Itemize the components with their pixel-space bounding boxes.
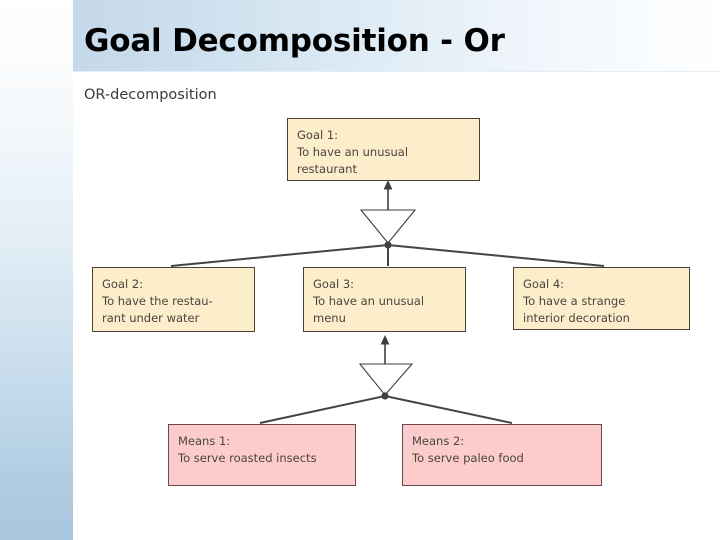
page-title: Goal Decomposition - Or	[84, 23, 505, 59]
slide-left-accent-strip	[0, 0, 73, 540]
slide-header-underline	[73, 71, 720, 72]
or-junction-top	[170, 180, 605, 267]
node-goal-3[interactable]: Goal 3: To have an unusual menu	[303, 267, 466, 332]
node-means-1[interactable]: Means 1: To serve roasted insects	[168, 424, 356, 486]
or-junction-bottom	[259, 335, 513, 424]
node-goal-2[interactable]: Goal 2: To have the restau- rant under w…	[92, 267, 255, 332]
node-goal-4[interactable]: Goal 4: To have a strange interior decor…	[513, 267, 690, 330]
section-subtitle: OR-decomposition	[84, 87, 217, 103]
slide-header-band	[73, 0, 720, 72]
node-goal-1[interactable]: Goal 1: To have an unusual restaurant	[287, 118, 480, 181]
node-means-2[interactable]: Means 2: To serve paleo food	[402, 424, 602, 486]
